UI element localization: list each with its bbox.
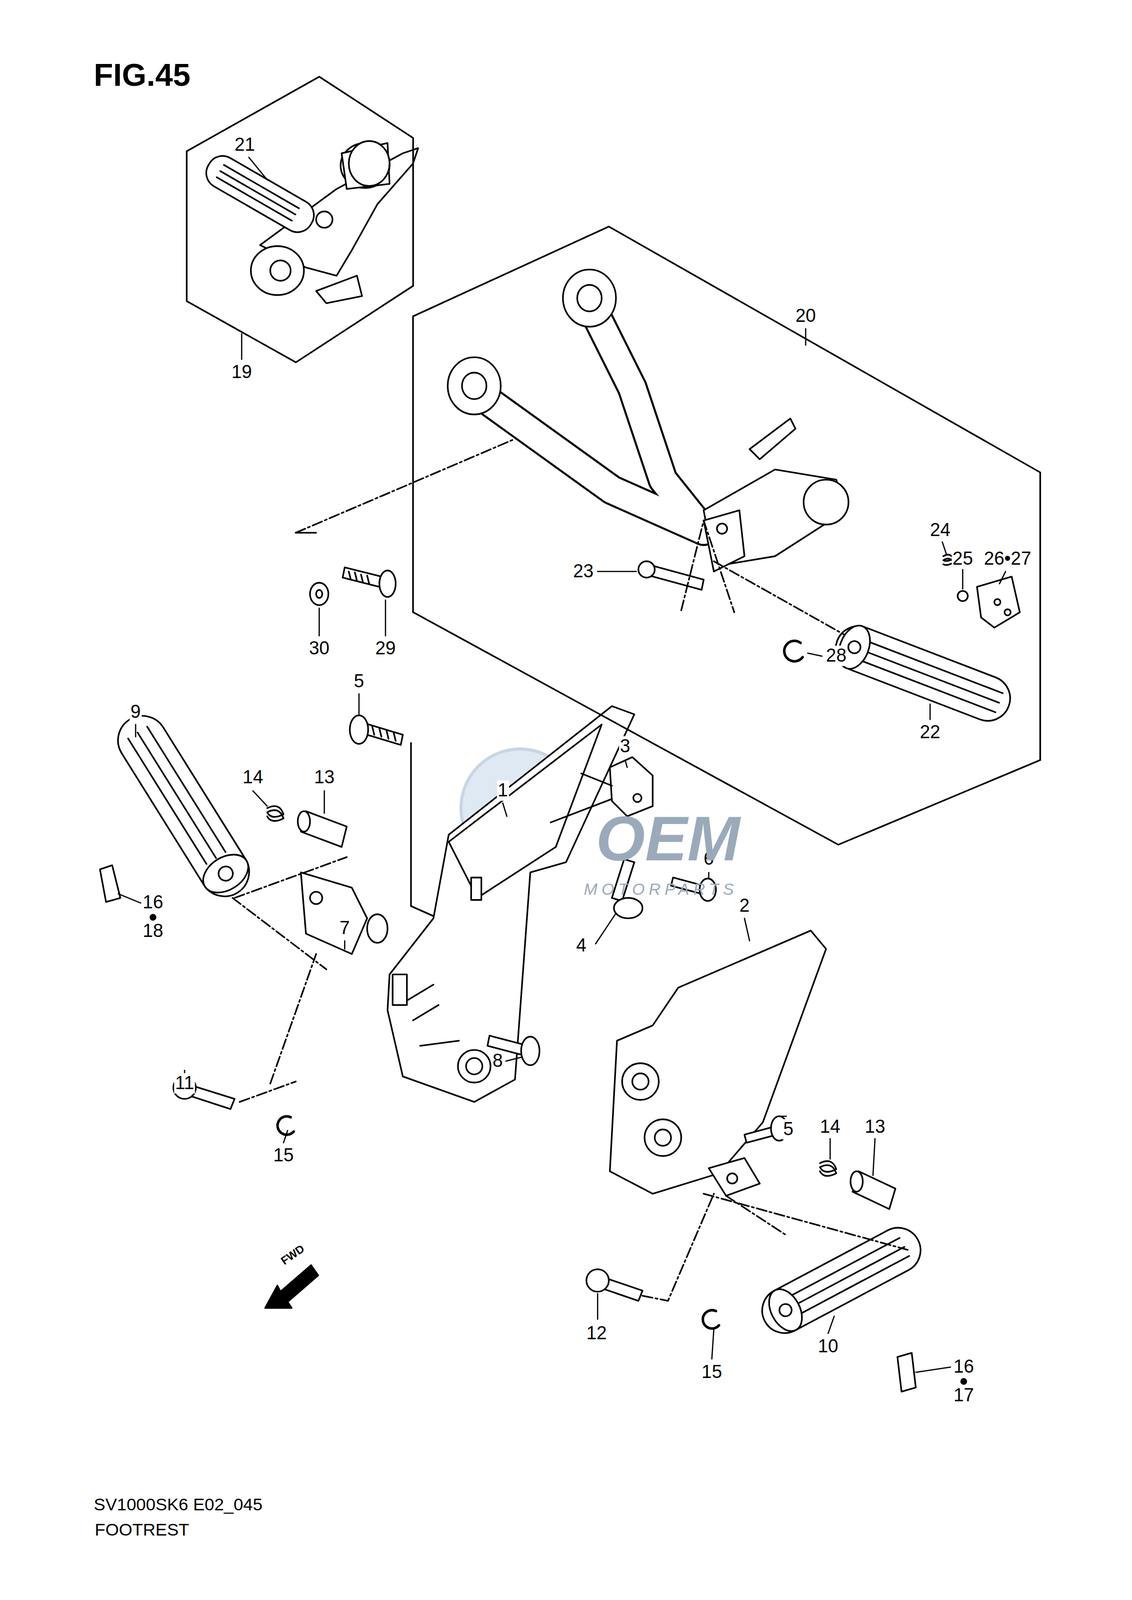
callout-number: 30 <box>308 638 331 660</box>
callout-number: 21 <box>233 134 256 156</box>
footrest-set-sketch <box>200 141 419 304</box>
parts-group-box: 21 19 <box>183 73 419 390</box>
callout-number: 19 <box>230 361 253 383</box>
callout-number: 16 <box>952 1356 975 1377</box>
callout-number: 7 <box>338 917 351 939</box>
callout-number: 16 <box>141 892 165 913</box>
callout-number: 20 <box>794 305 817 327</box>
watermark: OEM <box>595 805 741 871</box>
watermark: MOTORPARTS <box>582 880 739 899</box>
figure-subtitle: FOOTREST <box>94 1520 191 1540</box>
right-footrest-bracket <box>609 930 826 1194</box>
callout-number: 1 <box>496 780 509 801</box>
forward-arrow <box>265 1264 318 1308</box>
callout-number: 25 <box>951 548 975 569</box>
callout-number: 24 <box>928 519 952 541</box>
callout-number: 3 <box>619 736 632 757</box>
callout-number: 5 <box>352 671 365 692</box>
group-outline-shape <box>412 226 1040 845</box>
leader-lines <box>118 157 1006 1372</box>
callout-number: 2 <box>738 895 751 916</box>
callout-number: 23 <box>572 561 595 582</box>
callout-number: 14 <box>818 1116 842 1138</box>
callout-number: 8 <box>491 1050 504 1071</box>
callout-number: 28 <box>825 645 848 666</box>
callout-number: 13 <box>313 767 336 788</box>
callout-number: 22 <box>918 722 942 743</box>
callout-number: 17 <box>952 1384 975 1406</box>
left-footrest-bracket <box>387 706 635 1102</box>
callout-number: 15 <box>272 1145 295 1166</box>
passenger-bracket-sketch <box>447 269 1021 727</box>
figure-title: FIG.45 <box>94 59 191 91</box>
callout-number: 10 <box>817 1336 840 1357</box>
callout-number: 11 <box>173 1072 195 1094</box>
callout-number: 12 <box>585 1322 608 1344</box>
group-outline-shape <box>186 76 413 362</box>
callout-number: 14 <box>241 767 265 788</box>
callout-number: 5 <box>782 1118 795 1140</box>
callout-number: 26•27 <box>982 548 1033 569</box>
callout-number: 13 <box>864 1116 887 1138</box>
callout-number: 29 <box>374 638 397 660</box>
figure-caption: SV1000SK6 E02_045 <box>94 1495 263 1514</box>
callout-number: 15 <box>700 1361 724 1383</box>
parts-group-box: 20 23 24 25 26•27 28 22 <box>409 222 1045 849</box>
callout-number: 18 <box>141 920 165 942</box>
callout-number: 4 <box>575 935 588 956</box>
forward-marker: FWD <box>277 1241 308 1268</box>
group-outline <box>183 73 419 390</box>
callout-number: 9 <box>129 701 142 723</box>
